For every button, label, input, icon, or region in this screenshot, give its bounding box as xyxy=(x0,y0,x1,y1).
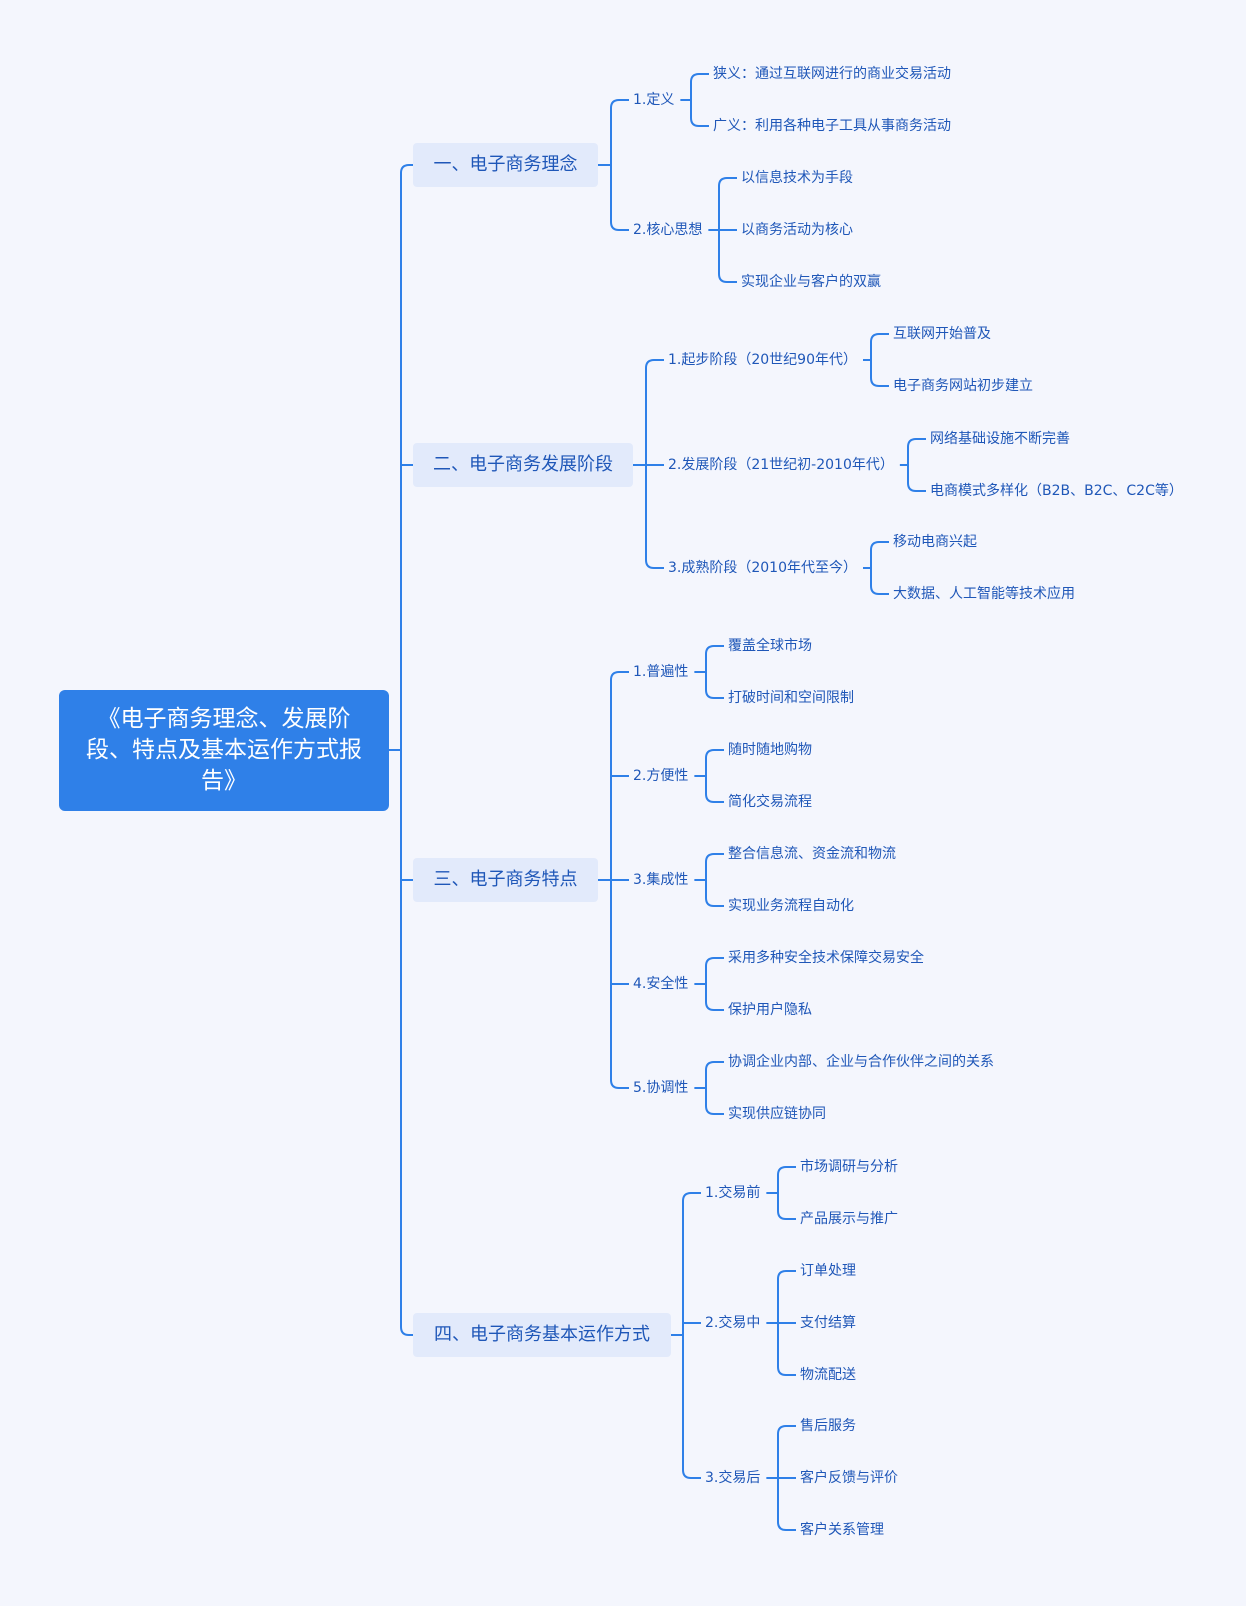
branch-topic-4[interactable]: 四、电子商务基本运作方式 xyxy=(413,1313,671,1357)
leaf-3-4-1[interactable]: 采用多种安全技术保障交易安全 xyxy=(728,950,924,966)
leaf-3-5-2[interactable]: 实现供应链协同 xyxy=(728,1106,826,1122)
subtopic-4-1-connector-bar xyxy=(777,1166,787,1220)
leaf-3-4-2[interactable]: 保护用户隐私 xyxy=(728,1002,812,1018)
subtopic-2-2[interactable]: 2.发展阶段（21世纪初-2010年代） xyxy=(668,457,894,473)
subtopic-4-1[interactable]: 1.交易前 xyxy=(705,1185,761,1201)
subtopic-2-3[interactable]: 3.成熟阶段（2010年代至今） xyxy=(668,560,857,576)
leaf-3-1-1[interactable]: 覆盖全球市场 xyxy=(728,638,812,654)
leaf-1-1-1[interactable]: 狭义：通过互联网进行的商业交易活动 xyxy=(713,66,951,82)
subtopic-2-3-connector-bar xyxy=(870,541,880,595)
subtopic-3-3[interactable]: 3.集成性 xyxy=(633,872,689,888)
leaf-1-1-2[interactable]: 广义：利用各种电子工具从事商务活动 xyxy=(713,118,951,134)
leaf-4-1-1[interactable]: 市场调研与分析 xyxy=(800,1159,898,1175)
subtopic-3-4-connector-bar xyxy=(705,957,715,1011)
leaf-1-2-3[interactable]: 实现企业与客户的双赢 xyxy=(741,274,881,290)
subtopic-3-5[interactable]: 5.协调性 xyxy=(633,1080,689,1096)
subtopic-3-3-connector-bar xyxy=(705,853,715,907)
leaf-3-3-1[interactable]: 整合信息流、资金流和物流 xyxy=(728,846,896,862)
subtopic-3-2[interactable]: 2.方便性 xyxy=(633,768,689,784)
subtopic-4-2[interactable]: 2.交易中 xyxy=(705,1315,761,1331)
branch-topic-1[interactable]: 一、电子商务理念 xyxy=(413,143,598,187)
leaf-3-2-1[interactable]: 随时随地购物 xyxy=(728,742,812,758)
leaf-4-2-2[interactable]: 支付结算 xyxy=(800,1315,856,1331)
branch-topic-2[interactable]: 二、电子商务发展阶段 xyxy=(413,443,633,487)
subtopic-2-2-connector-bar xyxy=(907,438,917,492)
branch-topic-3[interactable]: 三、电子商务特点 xyxy=(413,858,598,902)
branch-1-connector-bar xyxy=(610,99,620,231)
subtopic-2-1[interactable]: 1.起步阶段（20世纪90年代） xyxy=(668,352,857,368)
leaf-2-3-1[interactable]: 移动电商兴起 xyxy=(893,534,977,550)
leaf-2-2-2[interactable]: 电商模式多样化（B2B、B2C、C2C等） xyxy=(930,483,1183,499)
subtopic-1-1-connector-bar xyxy=(690,73,700,127)
leaf-2-1-2[interactable]: 电子商务网站初步建立 xyxy=(893,378,1033,394)
subtopic-3-1-connector-bar xyxy=(705,645,715,699)
leaf-3-2-2[interactable]: 简化交易流程 xyxy=(728,794,812,810)
subtopic-1-1[interactable]: 1.定义 xyxy=(633,92,675,108)
subtopic-2-1-connector-bar xyxy=(870,333,880,387)
root-topic[interactable]: 《电子商务理念、发展阶段、特点及基本运作方式报告》 xyxy=(59,690,389,811)
leaf-4-2-1[interactable]: 订单处理 xyxy=(800,1263,856,1279)
leaf-4-1-2[interactable]: 产品展示与推广 xyxy=(800,1211,898,1227)
branch-4-connector-bar xyxy=(682,1192,692,1479)
leaf-3-5-1[interactable]: 协调企业内部、企业与合作伙伴之间的关系 xyxy=(728,1054,994,1070)
subtopic-4-3[interactable]: 3.交易后 xyxy=(705,1470,761,1486)
leaf-2-2-1[interactable]: 网络基础设施不断完善 xyxy=(930,431,1070,447)
root-connector-bar xyxy=(400,164,410,1336)
subtopic-3-2-connector-bar xyxy=(705,749,715,803)
subtopic-3-5-connector-bar xyxy=(705,1061,715,1115)
leaf-1-2-1[interactable]: 以信息技术为手段 xyxy=(741,170,853,186)
leaf-3-1-2[interactable]: 打破时间和空间限制 xyxy=(728,690,854,706)
leaf-4-3-1[interactable]: 售后服务 xyxy=(800,1418,856,1434)
leaf-2-3-2[interactable]: 大数据、人工智能等技术应用 xyxy=(893,586,1075,602)
leaf-2-1-1[interactable]: 互联网开始普及 xyxy=(893,326,991,342)
leaf-4-3-2[interactable]: 客户反馈与评价 xyxy=(800,1470,898,1486)
leaf-3-3-2[interactable]: 实现业务流程自动化 xyxy=(728,898,854,914)
leaf-4-3-3[interactable]: 客户关系管理 xyxy=(800,1522,884,1538)
leaf-4-2-3[interactable]: 物流配送 xyxy=(800,1367,856,1383)
subtopic-1-2[interactable]: 2.核心思想 xyxy=(633,222,703,238)
subtopic-3-4[interactable]: 4.安全性 xyxy=(633,976,689,992)
leaf-1-2-2[interactable]: 以商务活动为核心 xyxy=(741,222,853,238)
subtopic-3-1[interactable]: 1.普遍性 xyxy=(633,664,689,680)
